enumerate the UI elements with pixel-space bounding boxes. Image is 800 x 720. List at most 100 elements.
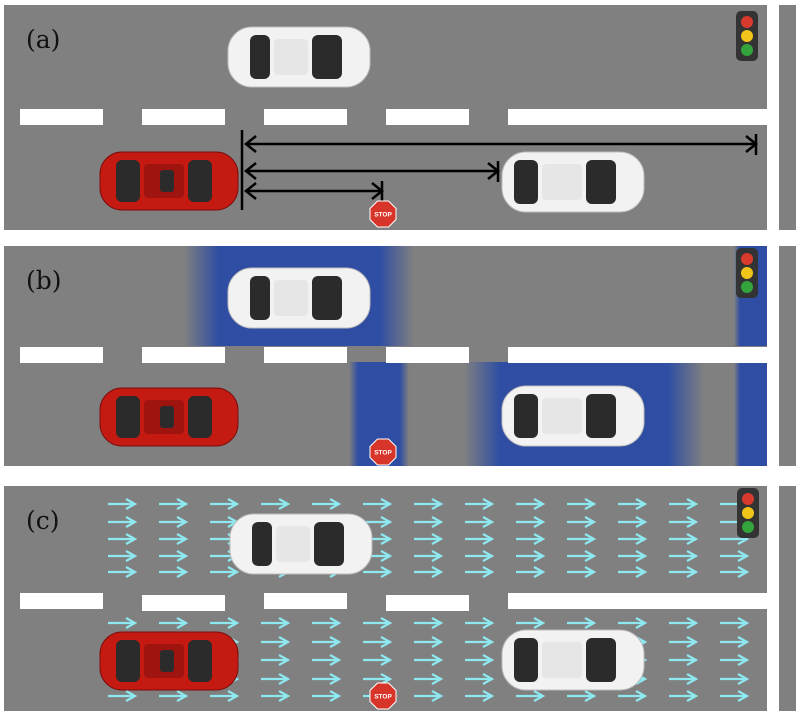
lane-dash	[264, 347, 347, 363]
flow-arrow-icon	[618, 690, 648, 702]
flow-arrow-icon	[210, 617, 240, 629]
lane-dash	[508, 593, 767, 609]
red-ego-car	[99, 151, 239, 211]
flow-arrow-icon	[363, 617, 393, 629]
lane-dash	[386, 595, 469, 611]
flow-arrow-icon	[261, 498, 291, 510]
flow-arrow-icon	[720, 690, 750, 702]
flow-arrow-icon	[465, 690, 495, 702]
flow-arrow-icon	[669, 516, 699, 528]
optical-flow-field	[108, 498, 750, 702]
flow-arrow-icon	[516, 550, 546, 562]
flow-arrow-icon	[261, 617, 291, 629]
flow-arrow-icon	[363, 673, 393, 685]
flow-arrow-icon	[312, 690, 342, 702]
white-car-front	[501, 151, 645, 213]
flow-arrow-icon	[465, 566, 495, 578]
flow-arrow-icon	[669, 654, 699, 666]
flow-arrow-icon	[720, 673, 750, 685]
flow-arrow-icon	[312, 654, 342, 666]
road-edge	[779, 486, 796, 711]
red-ego-car	[99, 631, 239, 691]
flow-arrow-icon	[414, 673, 444, 685]
stop-sign-text: STOP	[374, 212, 392, 219]
white-car-front	[501, 629, 645, 691]
flow-arrow-icon	[363, 654, 393, 666]
panel-b: (b) S	[4, 246, 767, 466]
flow-arrow-icon	[363, 516, 393, 528]
flow-arrow-icon	[669, 690, 699, 702]
lane-dash	[508, 347, 767, 363]
flow-arrow-icon	[414, 617, 444, 629]
flow-arrow-icon	[414, 533, 444, 545]
lane-dash	[508, 109, 767, 125]
lane-dash	[386, 109, 469, 125]
traffic-light-icon	[736, 11, 758, 61]
flow-arrow-icon	[108, 617, 138, 629]
flow-arrow-icon	[720, 617, 750, 629]
stop-sign-text: STOP	[374, 450, 392, 457]
flow-arrow-icon	[159, 550, 189, 562]
road-edge	[779, 246, 796, 466]
flow-arrow-icon	[567, 617, 597, 629]
flow-arrow-icon	[669, 566, 699, 578]
lane-dash	[20, 347, 103, 363]
flow-arrow-icon	[159, 566, 189, 578]
lane-dash	[20, 109, 103, 125]
scene-c: STOP	[99, 488, 759, 710]
flow-arrow-icon	[261, 636, 291, 648]
flow-arrow-icon	[618, 566, 648, 578]
scene-b: STOP	[99, 248, 758, 466]
scene-a: STOP	[99, 11, 759, 228]
flow-arrow-icon	[465, 533, 495, 545]
flow-arrow-icon	[414, 516, 444, 528]
flow-arrow-icon	[465, 673, 495, 685]
flow-arrow-icon	[720, 636, 750, 648]
flow-arrow-icon	[567, 566, 597, 578]
flow-arrow-icon	[465, 498, 495, 510]
flow-arrow-icon	[516, 690, 546, 702]
flow-arrow-icon	[669, 533, 699, 545]
panel-label: (c)	[26, 506, 60, 535]
flow-arrow-icon	[465, 636, 495, 648]
flow-arrow-icon	[516, 498, 546, 510]
flow-arrow-icon	[516, 617, 546, 629]
panel-c: (c)	[4, 486, 767, 711]
flow-arrow-icon	[465, 550, 495, 562]
flow-arrow-icon	[465, 617, 495, 629]
flow-arrow-icon	[618, 550, 648, 562]
flow-arrow-icon	[108, 566, 138, 578]
flow-arrow-icon	[108, 533, 138, 545]
flow-arrow-icon	[414, 550, 444, 562]
flow-arrow-icon	[618, 516, 648, 528]
flow-arrow-icon	[618, 498, 648, 510]
flow-arrow-icon	[567, 550, 597, 562]
flow-arrow-icon	[414, 636, 444, 648]
flow-arrow-icon	[414, 566, 444, 578]
road-edge	[779, 5, 796, 230]
lane-dash	[264, 109, 347, 125]
flow-arrow-icon	[567, 516, 597, 528]
flow-arrow-icon	[414, 690, 444, 702]
flow-arrow-icon	[465, 516, 495, 528]
attention-region	[734, 362, 767, 466]
flow-arrow-icon	[669, 636, 699, 648]
lane-dash	[20, 593, 103, 609]
lane-dash	[142, 595, 225, 611]
flow-arrow-icon	[159, 690, 189, 702]
flow-arrow-icon	[159, 617, 189, 629]
flow-arrow-icon	[312, 498, 342, 510]
flow-arrow-icon	[108, 516, 138, 528]
flow-arrow-icon	[210, 566, 240, 578]
lane-dash	[142, 109, 225, 125]
flow-arrow-icon	[108, 690, 138, 702]
flow-arrow-icon	[261, 690, 291, 702]
panel-label: (b)	[26, 266, 62, 295]
flow-arrow-icon	[312, 673, 342, 685]
flow-arrow-icon	[108, 550, 138, 562]
flow-arrow-icon	[465, 654, 495, 666]
flow-arrow-icon	[669, 673, 699, 685]
flow-arrow-icon	[567, 690, 597, 702]
flow-arrow-icon	[516, 533, 546, 545]
flow-arrow-icon	[669, 617, 699, 629]
